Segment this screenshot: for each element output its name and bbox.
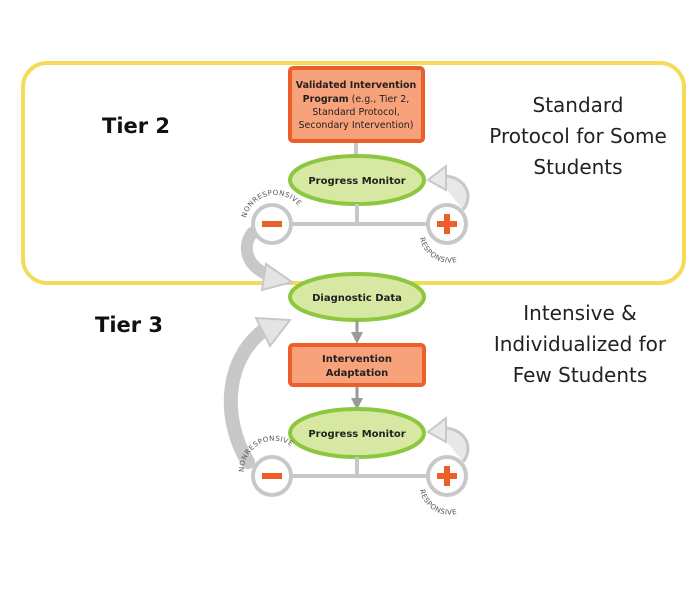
tier3-description: Intensive & Individualized for Few Stude… bbox=[467, 298, 693, 391]
tier2-description-line: Students bbox=[533, 155, 623, 179]
tier3-label: Tier 3 bbox=[95, 313, 164, 337]
tier3-plus-icon-vertical bbox=[444, 466, 450, 486]
progress-monitor-label: Progress Monitor bbox=[308, 176, 405, 187]
validated-intervention-box bbox=[288, 66, 425, 143]
tier3-description-line: Individualized for bbox=[493, 332, 667, 356]
tier2-description-line: Protocol for Some bbox=[489, 124, 667, 148]
tier2-description-line: Standard bbox=[532, 93, 624, 117]
intervention-adaptation-box bbox=[288, 343, 426, 387]
intervention-example-2: Standard Protocol, bbox=[312, 107, 400, 118]
intervention-example-3: Secondary Intervention) bbox=[298, 120, 413, 131]
tier3-description-line: Intensive & bbox=[523, 301, 637, 325]
intervention-program-label: Program bbox=[303, 94, 349, 105]
intervention-example-1: (e.g., Tier 2, bbox=[349, 94, 410, 105]
minus-icon bbox=[262, 221, 282, 227]
tier3-progress-monitor-label: Progress Monitor bbox=[308, 429, 405, 440]
intervention-title-line-1: Validated Intervention bbox=[296, 80, 417, 91]
tier3-nonresponsive-arrowhead bbox=[254, 316, 292, 348]
diagnostic-data-label: Diagnostic Data bbox=[312, 293, 402, 304]
tier3-minus-icon bbox=[262, 473, 282, 479]
tier2-label: Tier 2 bbox=[102, 114, 171, 138]
tier2-description: Standard Protocol for Some Students bbox=[468, 90, 688, 183]
tier3-responsive-arrowhead bbox=[426, 415, 447, 444]
nonresponsive-arrowhead bbox=[260, 262, 295, 292]
intervention-title-line-2: Program (e.g., Tier 2, bbox=[303, 94, 410, 105]
responsive-arrowhead bbox=[426, 163, 447, 192]
tier3-nonresponsive-loop bbox=[223, 323, 271, 469]
tier3-flow: Diagnostic Data Intervention Adaptation … bbox=[223, 272, 470, 517]
plus-icon-vertical bbox=[444, 214, 450, 234]
tier2-flow: Validated Intervention Program (e.g., Ti… bbox=[240, 66, 470, 292]
tier3-description-line: Few Students bbox=[512, 363, 648, 387]
intervention-adaptation-line-2: Adaptation bbox=[326, 368, 389, 379]
intervention-adaptation-line-1: Intervention bbox=[322, 354, 392, 365]
